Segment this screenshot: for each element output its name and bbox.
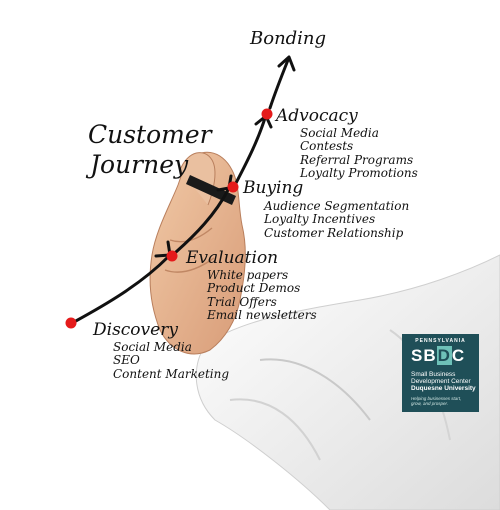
stage-items-advocacy: Social Media Contests Referral Programs … — [300, 126, 418, 181]
stage-label-bonding: Bonding — [250, 28, 327, 49]
arrowhead — [277, 55, 296, 72]
stage-item: Contests — [300, 139, 354, 154]
stage-label-buying: Buying — [243, 178, 304, 198]
knuckle-line — [169, 227, 213, 243]
stage-label-discovery: Discovery — [93, 320, 178, 340]
title-line-2: Journey — [90, 150, 189, 179]
knuckle-line — [164, 257, 215, 273]
sleeve-fold — [259, 358, 371, 421]
logo-state: PENNSYLVANIA — [415, 338, 466, 344]
logo-line-1: Small Business — [411, 371, 456, 378]
path-segment-discovery-evaluation — [72, 255, 170, 324]
path-segment-buying-advocacy — [234, 116, 267, 185]
path-segment-evaluation-buying — [174, 188, 230, 254]
stage-dot — [166, 250, 178, 262]
logo-mark: SBDC — [411, 346, 466, 365]
stage-item: White papers — [207, 268, 289, 282]
logo-line-2: Development Center Duquesne University — [411, 378, 476, 392]
stage-dot — [261, 108, 273, 120]
stage-dot — [65, 317, 77, 329]
sbdc-logo: PENNSYLVANIA SBDC Small Business Develop… — [402, 334, 479, 412]
stage-label-advocacy: Advocacy — [276, 106, 358, 126]
stage-item: Trial Offers — [207, 294, 277, 309]
stage-item: Email newsletters — [207, 308, 317, 323]
stage-item: SEO — [113, 353, 140, 368]
stage-items-buying: Audience Segmentation Loyalty Incentives… — [264, 199, 410, 240]
logo-tagline: Helping businesses start, grow, and pros… — [411, 396, 462, 406]
stage-item: Loyalty Promotions — [300, 166, 418, 181]
stage-item: Loyalty Incentives — [264, 212, 376, 227]
stage-item: Customer Relationship — [264, 225, 404, 240]
sleeve-fold — [229, 398, 321, 461]
stage-item: Content Marketing — [113, 366, 230, 381]
stage-item: Social Media — [113, 340, 192, 354]
stage-items-discovery: Social Media SEO Content Marketing — [113, 340, 230, 381]
stage-dot — [227, 181, 239, 193]
stage-item: Product Demos — [207, 281, 301, 296]
diagram-title: Customer Journey — [88, 120, 212, 180]
journey-path — [72, 58, 290, 324]
title-line-1: Customer — [88, 120, 212, 149]
stage-item: Social Media — [300, 126, 379, 140]
path-segment-advocacy-bonding — [268, 58, 290, 110]
stage-item: Audience Segmentation — [264, 199, 410, 213]
stage-item: Referral Programs — [300, 152, 414, 167]
stage-dots — [65, 108, 273, 329]
stage-label-evaluation: Evaluation — [186, 248, 279, 268]
stage-items-evaluation: White papers Product Demos Trial Offers … — [207, 268, 317, 323]
